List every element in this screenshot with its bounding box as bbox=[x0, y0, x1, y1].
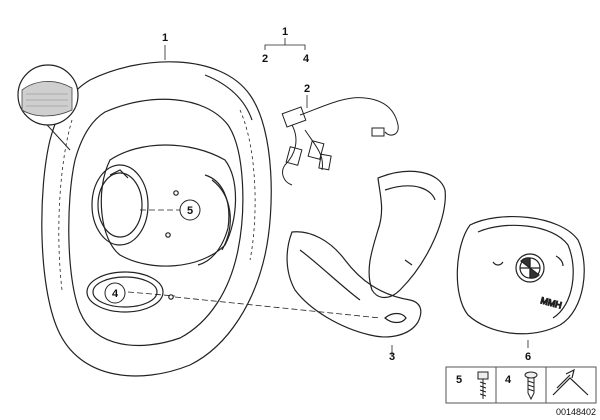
direction-arrow-icon bbox=[552, 368, 589, 396]
callout-kit-right: 4 bbox=[303, 53, 310, 65]
callout-kit-top: 1 bbox=[282, 26, 288, 38]
svg-text:MMH: MMH bbox=[539, 295, 562, 310]
callout-circle-4: 4 bbox=[112, 288, 119, 300]
bolt-icon bbox=[477, 371, 489, 399]
callout-airbag: 6 bbox=[525, 351, 531, 363]
airbag-module: MMH bbox=[456, 216, 585, 335]
callout-kit-left: 2 bbox=[262, 53, 268, 65]
fastener-legend: 5 4 bbox=[445, 366, 597, 404]
legend-item-5: 5 bbox=[456, 374, 462, 386]
leather-detail-inset bbox=[17, 64, 79, 151]
circled-callout-5: 5 bbox=[179, 199, 201, 221]
legend-item-4: 4 bbox=[505, 374, 512, 386]
callout-wheel: 1 bbox=[162, 32, 168, 44]
leader-lines bbox=[127, 38, 529, 355]
callout-harness: 2 bbox=[304, 83, 310, 95]
steering-wheel bbox=[41, 61, 272, 377]
callout-cover: 3 bbox=[389, 351, 395, 363]
wiring-harness bbox=[281, 97, 399, 186]
callout-circle-5: 5 bbox=[187, 205, 193, 217]
steering-wheel-cover bbox=[286, 170, 446, 338]
circled-callout-4: 4 bbox=[104, 282, 126, 304]
image-code: 00148402 bbox=[556, 407, 596, 417]
screw-icon bbox=[524, 371, 538, 401]
